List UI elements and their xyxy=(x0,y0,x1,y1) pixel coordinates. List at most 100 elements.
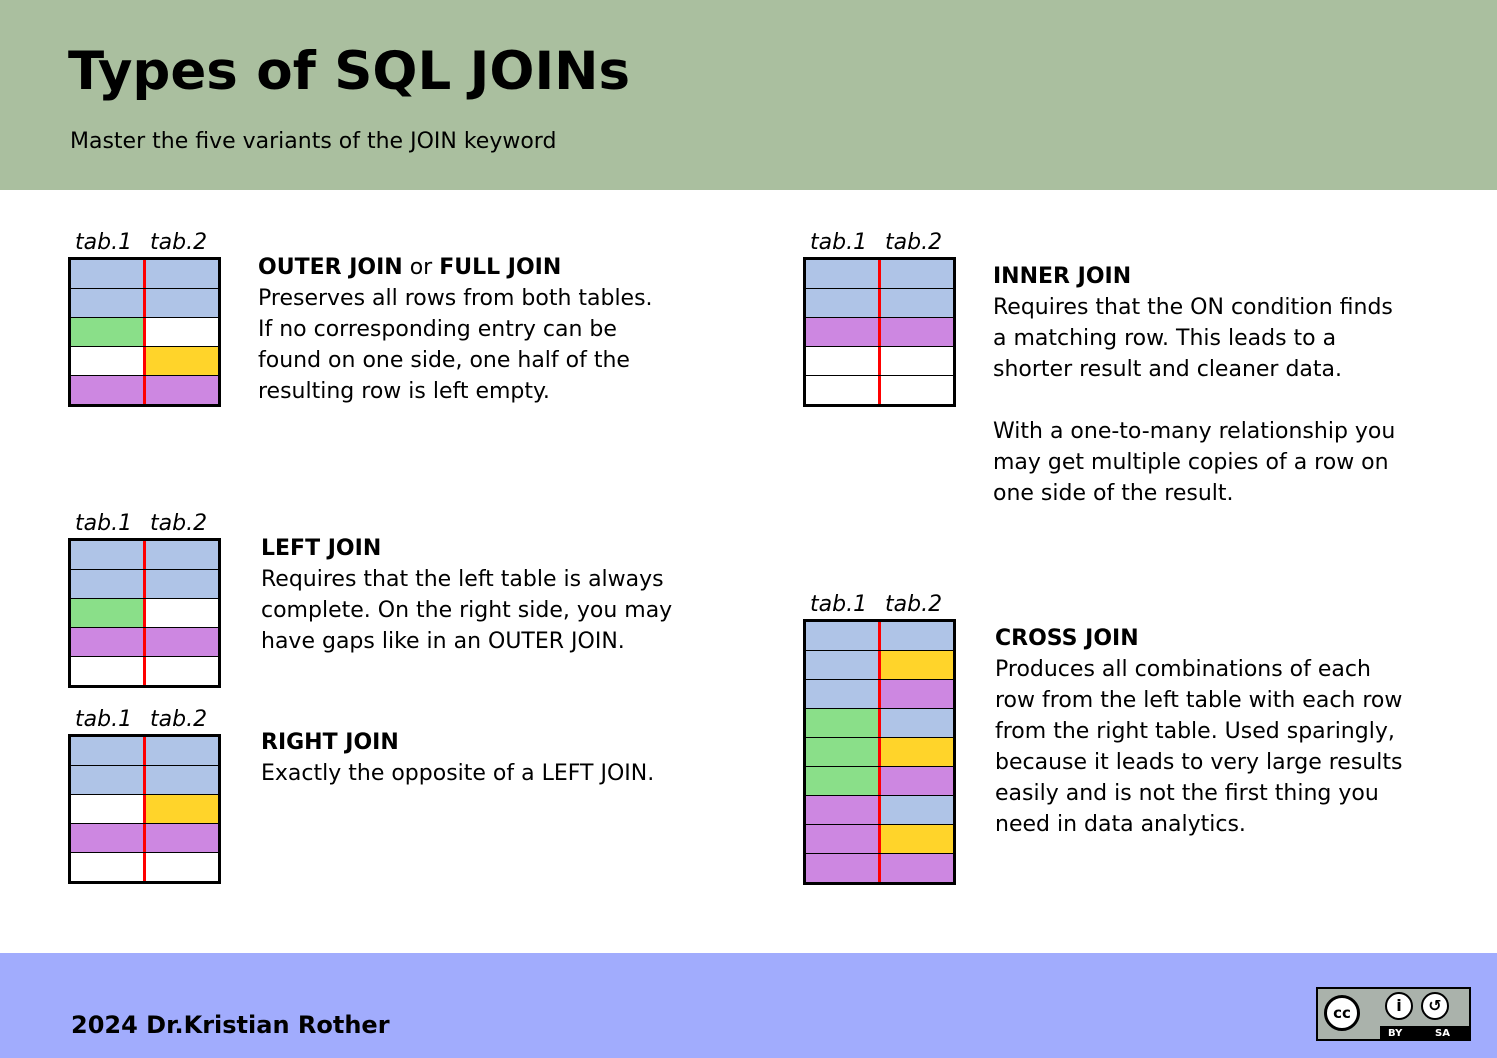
result-row xyxy=(806,680,953,709)
result-row xyxy=(71,318,218,347)
result-row xyxy=(71,853,218,881)
tab1-cell-purple xyxy=(806,825,881,853)
share-alike-icon: ↺ xyxy=(1421,992,1449,1020)
description-line: Preserves all rows from both tables. xyxy=(258,286,653,311)
result-table xyxy=(68,257,221,407)
result-row xyxy=(806,796,953,825)
result-row xyxy=(71,289,218,318)
tab1-cell-empty xyxy=(806,376,881,404)
tab1-cell-blue xyxy=(71,766,146,794)
cc-by-sa-license-badge[interactable]: cc i ↺ BY SA xyxy=(1316,987,1471,1041)
tab2-cell-yellow xyxy=(881,738,953,766)
tab2-cell-yellow xyxy=(881,825,953,853)
tab1-cell-empty xyxy=(71,795,146,823)
tab1-cell-green xyxy=(806,767,881,795)
description-line: shorter result and cleaner data. xyxy=(993,357,1343,382)
tab2-cell-blue xyxy=(881,622,953,650)
result-row xyxy=(71,570,218,599)
result-row xyxy=(806,318,953,347)
attribution-icon: i xyxy=(1385,992,1413,1020)
tab2-cell-purple xyxy=(881,318,953,346)
left-join-description: LEFT JOIN Requires that the left table i… xyxy=(261,533,672,657)
description-line: resulting row is left empty. xyxy=(258,379,550,404)
tab1-cell-blue xyxy=(806,260,881,288)
result-row xyxy=(806,825,953,854)
description-line: have gaps like in an OUTER JOIN. xyxy=(261,629,625,654)
tab2-cell-yellow xyxy=(146,347,218,375)
tab2-cell-empty xyxy=(146,853,218,881)
tab1-cell-purple xyxy=(71,628,146,656)
tab1-cell-empty xyxy=(71,657,146,685)
result-table xyxy=(68,734,221,884)
result-row xyxy=(71,824,218,853)
tab2-label: tab.2 xyxy=(885,592,943,617)
outer-join-description: OUTER JOIN or FULL JOIN Preserves all ro… xyxy=(258,252,653,407)
by-label: BY xyxy=(1388,1028,1403,1039)
tab1-cell-purple xyxy=(806,318,881,346)
result-row xyxy=(71,766,218,795)
tab1-cell-green xyxy=(806,738,881,766)
right-join-description: RIGHT JOIN Exactly the opposite of a LEF… xyxy=(261,727,654,789)
footer-banner: 2024 Dr.Kristian Rother cc i ↺ BY SA xyxy=(0,953,1497,1058)
tab2-cell-purple xyxy=(881,854,953,882)
tab2-cell-empty xyxy=(146,318,218,346)
description-line: row from the left table with each row xyxy=(995,688,1403,713)
cross-join-description: CROSS JOIN Produces all combinations of … xyxy=(995,623,1402,840)
result-row xyxy=(71,599,218,628)
description-line: Produces all combinations of each xyxy=(995,657,1371,682)
tab1-cell-blue xyxy=(71,289,146,317)
sa-label: SA xyxy=(1435,1028,1450,1039)
tab2-cell-empty xyxy=(881,347,953,375)
result-row xyxy=(71,737,218,766)
tab2-cell-blue xyxy=(146,737,218,765)
tab1-cell-blue xyxy=(806,622,881,650)
description-line: easily and is not the first thing you xyxy=(995,781,1379,806)
tab1-cell-blue xyxy=(806,651,881,679)
full-join-name: FULL JOIN xyxy=(439,255,562,280)
description-line: from the right table. Used sparingly, xyxy=(995,719,1395,744)
tab2-cell-empty xyxy=(146,599,218,627)
tab1-label: tab.1 xyxy=(75,511,133,536)
tab1-cell-purple xyxy=(71,376,146,404)
result-row xyxy=(806,709,953,738)
result-row xyxy=(806,289,953,318)
result-row xyxy=(71,376,218,404)
outer-join-text: Preserves all rows from both tables.If n… xyxy=(258,283,653,407)
result-row xyxy=(806,854,953,882)
tab1-cell-empty xyxy=(806,347,881,375)
tab1-cell-empty xyxy=(71,347,146,375)
right-join-name: RIGHT JOIN xyxy=(261,730,399,755)
tab1-label: tab.1 xyxy=(810,230,868,255)
description-line: Requires that the left table is always xyxy=(261,567,664,592)
tab2-cell-purple xyxy=(881,767,953,795)
outer-join-connector: or xyxy=(409,255,433,280)
tab1-cell-green xyxy=(71,599,146,627)
header-banner: Types of SQL JOINs Master the five varia… xyxy=(0,0,1497,190)
tab2-cell-purple xyxy=(881,680,953,708)
cross-join-name: CROSS JOIN xyxy=(995,626,1139,651)
tab1-cell-blue xyxy=(806,680,881,708)
description-line: need in data analytics. xyxy=(995,812,1246,837)
tab2-cell-purple xyxy=(146,824,218,852)
tab1-cell-blue xyxy=(806,289,881,317)
result-row xyxy=(71,657,218,685)
tab2-cell-blue xyxy=(881,260,953,288)
tab2-cell-purple xyxy=(146,628,218,656)
tab2-label: tab.2 xyxy=(150,230,208,255)
description-line: may get multiple copies of a row on xyxy=(993,450,1389,475)
tab2-cell-yellow xyxy=(881,651,953,679)
result-row xyxy=(71,628,218,657)
result-row xyxy=(71,795,218,824)
tab2-cell-blue xyxy=(146,289,218,317)
tab2-cell-blue xyxy=(146,260,218,288)
description-line: because it leads to very large results xyxy=(995,750,1403,775)
left-join-name: LEFT JOIN xyxy=(261,536,382,561)
cross-join-text: Produces all combinations of each row fro… xyxy=(995,654,1402,840)
result-row xyxy=(806,347,953,376)
